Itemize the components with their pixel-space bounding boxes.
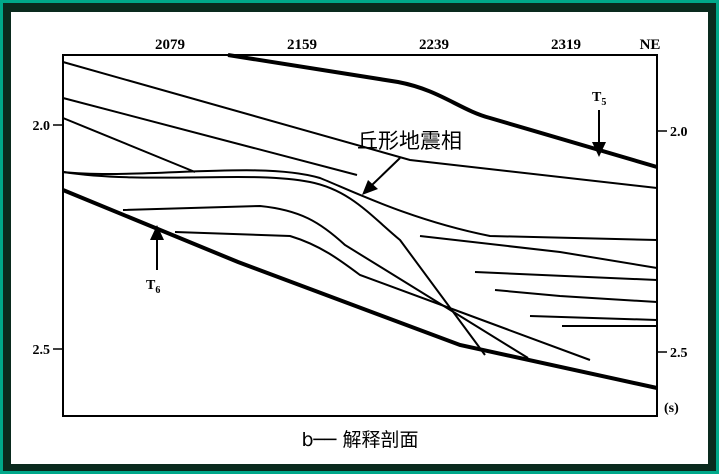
- facies-arrowhead: [362, 180, 378, 195]
- mound-reflector: [62, 171, 486, 356]
- t6-horizon: [62, 188, 658, 390]
- reflector-line: [529, 315, 658, 321]
- plot-frame: [62, 54, 658, 417]
- t5-horizon: [227, 53, 658, 169]
- direction-label: NE: [640, 37, 661, 53]
- t5-label-main: T: [592, 90, 602, 105]
- reflector-line: [419, 235, 658, 269]
- left-tick-label: 2.0: [33, 119, 51, 134]
- t5-label-sub: 5: [601, 97, 606, 108]
- mound-reflector: [122, 204, 529, 359]
- top-tick-label: 2079: [155, 37, 185, 53]
- reflector-line: [494, 289, 658, 303]
- figure-caption: b── 解释剖面: [302, 429, 419, 451]
- facies-arrow: [371, 157, 401, 186]
- t5-label: T5: [592, 90, 606, 108]
- reflector-line: [62, 117, 196, 173]
- unit-label: (s): [664, 401, 679, 416]
- top-tick-label: 2319: [551, 37, 581, 53]
- mound-reflector: [62, 169, 658, 241]
- top-tick-label: 2159: [287, 37, 317, 53]
- facies-label: 丘形地震相: [357, 129, 462, 153]
- t5-arrowhead: [592, 142, 606, 157]
- t6-arrowhead: [150, 225, 164, 240]
- t6-label-sub: 6: [155, 285, 160, 296]
- t6-label-main: T: [146, 278, 156, 293]
- right-tick-label: 2.0: [670, 125, 688, 140]
- t6-label: T6: [146, 278, 160, 296]
- left-tick-label: 2.5: [33, 343, 51, 358]
- right-tick-label: 2.5: [670, 346, 688, 361]
- reflector-line: [62, 61, 658, 189]
- top-tick-label: 2239: [419, 37, 449, 53]
- mound-reflector: [174, 231, 591, 361]
- reflector-line: [474, 271, 658, 281]
- reflector-line: [62, 97, 358, 176]
